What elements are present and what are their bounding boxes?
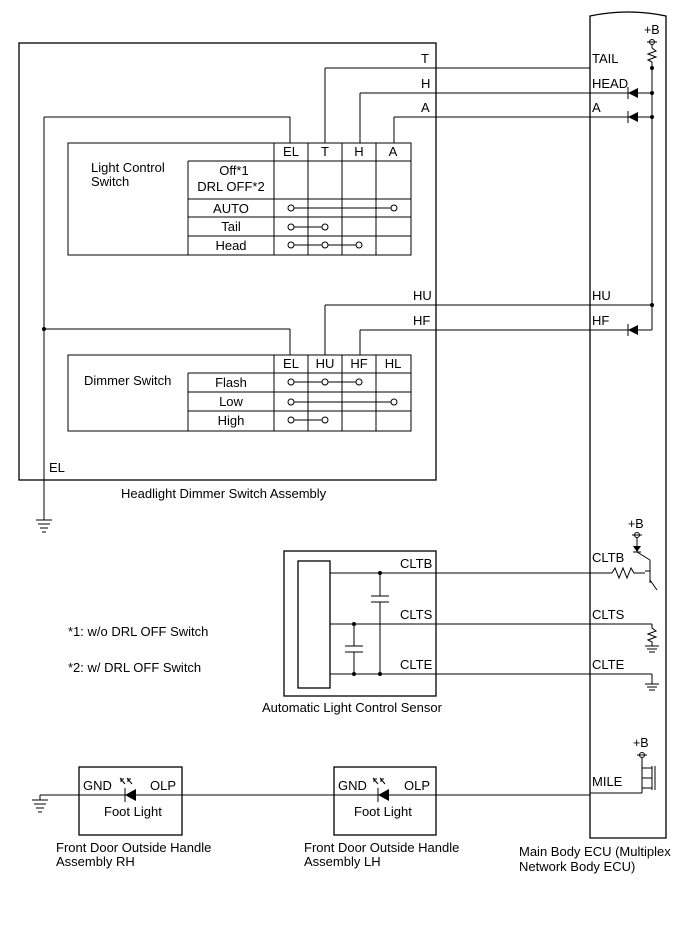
sensor-pin-clts: CLTS (400, 607, 433, 622)
pin-h-label: H (421, 76, 430, 91)
ecu-pin-hu: HU (592, 288, 611, 303)
ecu-supply-label-3: +B (633, 736, 649, 750)
ecu-supply-label-2: +B (628, 517, 644, 531)
ecu-pin-a: A (592, 100, 601, 115)
lh-olp-label: OLP (404, 778, 430, 793)
main-body-ecu: +B TAIL HEAD A HU HF +B (519, 11, 671, 874)
ecu-pin-mile: MILE (592, 774, 623, 789)
dm-col-hf: HF (350, 356, 367, 371)
rh-title-line1: Front Door Outside Handle (56, 840, 211, 855)
dm-row-high: High (218, 413, 245, 428)
ecu-supply-label-1: +B (644, 23, 660, 37)
rh-title-line2: Assembly RH (56, 854, 135, 869)
foot-light-lh: GND OLP Foot Light Front Door Outside Ha… (304, 766, 590, 869)
dm-col-hu: HU (316, 356, 335, 371)
light-control-title-line1: Light Control (91, 160, 165, 175)
pin-a-label: A (421, 100, 430, 115)
lc-col-h: H (354, 144, 363, 159)
lc-row-auto: AUTO (213, 201, 249, 216)
pin-t-label: T (421, 51, 429, 66)
headlight-dimmer-switch-assembly: Headlight Dimmer Switch Assembly T H A E… (18, 42, 590, 533)
dimmer-title: Dimmer Switch (84, 373, 171, 388)
ecu-title-line1: Main Body ECU (Multiplex (519, 844, 671, 859)
note-1: *1: w/o DRL OFF Switch (68, 624, 208, 639)
lc-row-tail: Tail (221, 219, 241, 234)
automatic-light-control-sensor: CLTB CLTS CLTE Automatic Light Control S… (262, 550, 590, 715)
dm-row-low: Low (219, 394, 243, 409)
ecu-pin-clts: CLTS (592, 607, 625, 622)
headlight-assembly-title: Headlight Dimmer Switch Assembly (121, 486, 327, 501)
sensor-title: Automatic Light Control Sensor (262, 700, 443, 715)
ecu-title-line2: Network Body ECU) (519, 859, 635, 874)
foot-light-rh: GND OLP Foot Light Front Door Outside Ha… (32, 766, 211, 869)
lc-row-head: Head (215, 238, 246, 253)
ecu-pin-cltb: CLTB (592, 550, 624, 565)
ecu-pin-hf: HF (592, 313, 609, 328)
sensor-pin-cltb: CLTB (400, 556, 432, 571)
lc-row-off: Off*1 (219, 163, 248, 178)
lh-title-line2: Assembly LH (304, 854, 381, 869)
lc-col-el: EL (283, 144, 299, 159)
dm-row-flash: Flash (215, 375, 247, 390)
dm-col-el: EL (283, 356, 299, 371)
ecu-pin-clte: CLTE (592, 657, 625, 672)
lc-col-t: T (321, 144, 329, 159)
sensor-pin-clte: CLTE (400, 657, 433, 672)
lc-row-drl-off: DRL OFF*2 (197, 179, 264, 194)
pin-hu-label: HU (413, 288, 432, 303)
pin-hf-label: HF (413, 313, 430, 328)
rh-foot-light-label: Foot Light (104, 804, 162, 819)
el-label: EL (49, 460, 65, 475)
dm-col-hl: HL (385, 356, 402, 371)
ecu-pin-tail: TAIL (592, 51, 619, 66)
ecu-pin-head: HEAD (592, 76, 628, 91)
lh-foot-light-label: Foot Light (354, 804, 412, 819)
lc-col-a: A (389, 144, 398, 159)
dimmer-switch-table: Dimmer Switch EL HU HF HL Flash Low High (67, 354, 412, 432)
lh-gnd-label: GND (338, 778, 367, 793)
note-2: *2: w/ DRL OFF Switch (68, 660, 201, 675)
rh-olp-label: OLP (150, 778, 176, 793)
light-control-title-line2: Switch (91, 174, 129, 189)
light-control-switch-table: Light Control Switch EL T H A Off*1 DRL … (67, 142, 412, 256)
lh-title-line1: Front Door Outside Handle (304, 840, 459, 855)
rh-gnd-label: GND (83, 778, 112, 793)
